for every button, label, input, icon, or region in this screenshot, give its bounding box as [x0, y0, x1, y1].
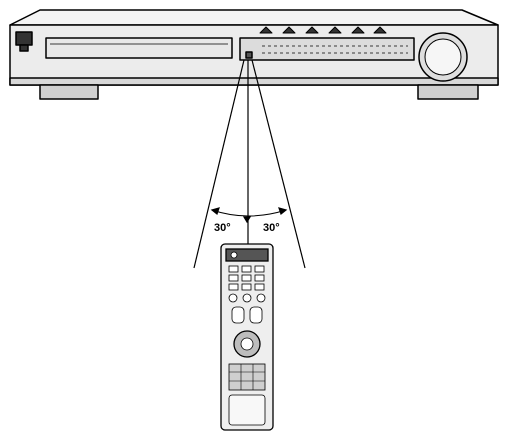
angle-arc: [211, 209, 287, 217]
receiver-top-panel: [9, 9, 499, 26]
remote-nav-ring-icon: [233, 330, 261, 358]
remote-round-buttons: [228, 293, 266, 303]
front-buttons: [259, 26, 387, 34]
receiver-right-foot: [417, 84, 479, 100]
front-button-3: [305, 26, 319, 34]
front-button-5: [351, 26, 365, 34]
remote-control-icon: [220, 243, 274, 431]
volume-knob-icon: [418, 32, 468, 82]
power-icon: [15, 31, 33, 52]
angle-right-label: 30°: [263, 222, 280, 234]
remote-number-buttons: [228, 265, 265, 291]
receiver-unit: [9, 9, 499, 100]
remote-lower-buttons: [228, 363, 266, 391]
front-button-4: [328, 26, 342, 34]
front-button-6: [373, 26, 387, 34]
ir-sensor: [245, 51, 253, 59]
receiver-bottom-trim: [9, 77, 499, 86]
angle-left-label: 30°: [214, 222, 231, 234]
receiver-left-foot: [39, 84, 99, 100]
disc-tray: [45, 37, 233, 59]
display-window: [239, 37, 415, 61]
range-lines: [193, 59, 306, 269]
front-button-2: [282, 26, 296, 34]
range-right-outer: [251, 59, 306, 269]
remote-bottom-panel: [228, 394, 266, 426]
range-left-outer: [193, 59, 245, 269]
front-button-1: [259, 26, 273, 34]
remote-top-strip: [225, 248, 269, 262]
remote-rocker-buttons: [231, 306, 263, 324]
